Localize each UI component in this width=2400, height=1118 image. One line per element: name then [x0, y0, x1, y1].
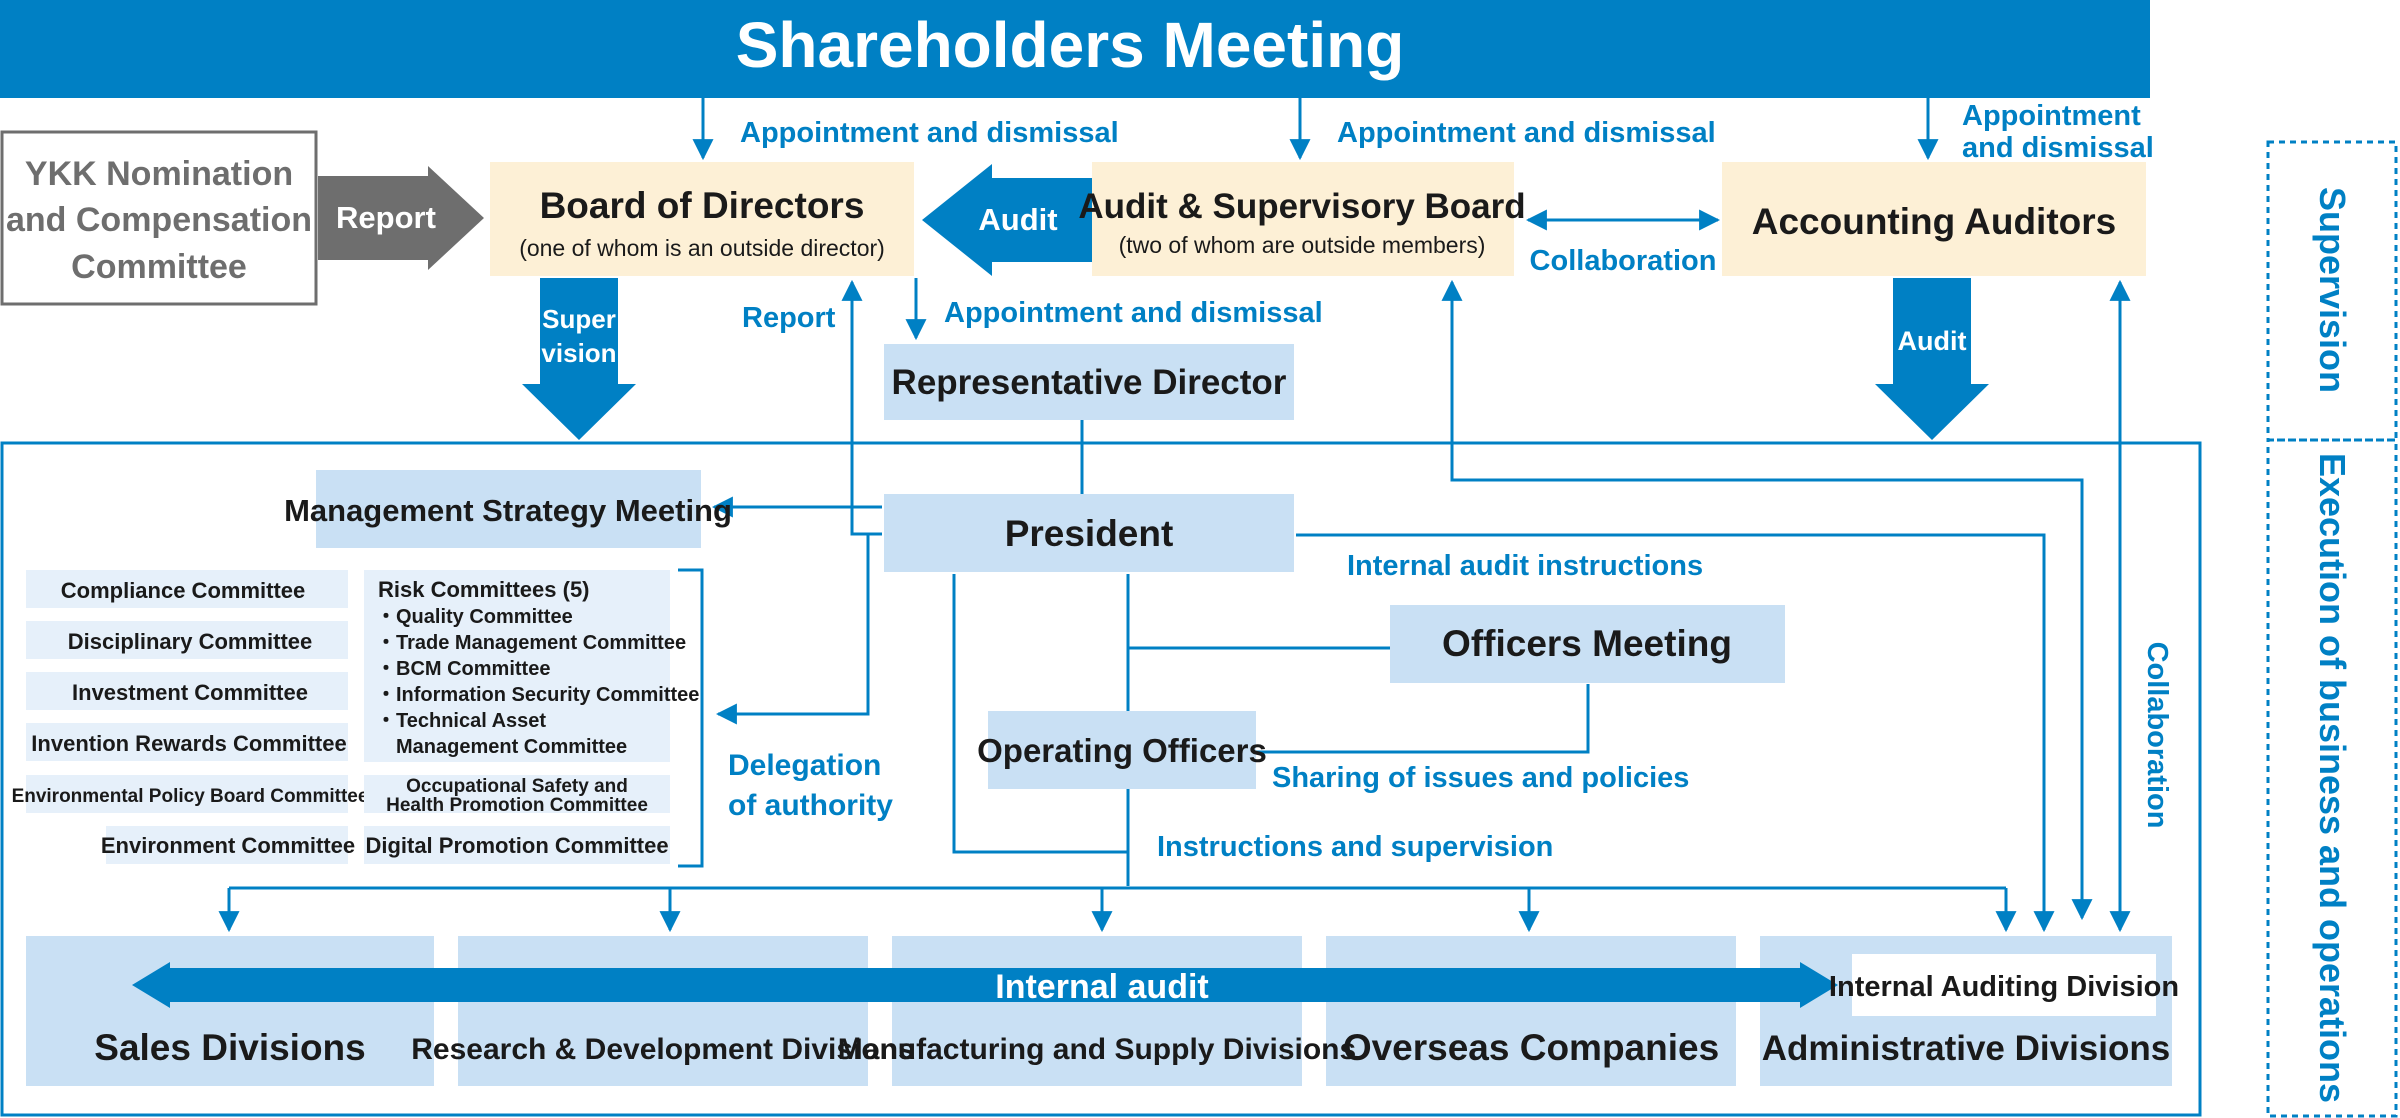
- board-of-directors-box: [490, 162, 914, 276]
- officers-meeting-box: [1390, 605, 1785, 683]
- side-panel-execution: [2266, 438, 2398, 1118]
- division-label-admin: Administrative Divisions: [1762, 1029, 2170, 1068]
- report-arrow-label: Report: [336, 200, 436, 235]
- internal-auditing-title: Internal Auditing Division: [1829, 971, 2179, 1003]
- president-title: President: [1005, 513, 1174, 554]
- committee-box-4: [26, 723, 348, 761]
- division-box-rnd: [458, 936, 868, 1086]
- report-line-president-board: [841, 279, 882, 536]
- operating-officers-box: [988, 711, 1256, 789]
- rep-director-title: Representative Director: [892, 363, 1287, 402]
- audit-board-title: Audit & Supervisory Board: [1078, 187, 1525, 226]
- committee-box-5: [26, 775, 348, 813]
- risk-item-5: ・Technical Asset: [376, 710, 546, 732]
- risk-committees-box: [364, 570, 670, 762]
- internal-audit-instructions-line: [1296, 533, 2055, 933]
- side-label-execution: Execution of business and operations: [2312, 453, 2353, 1103]
- execution-frame: [0, 441, 2202, 1117]
- accounting-audit-label: Audit: [1898, 326, 1967, 356]
- division-box-manufacturing: [892, 936, 1302, 1086]
- appointment-label-audit-board: Appointment and dismissal: [1337, 117, 1716, 149]
- delegation-label-1: Delegation: [728, 749, 881, 782]
- audit-supervisory-board-box: [1092, 162, 1514, 276]
- risk-committees-title: Risk Committees (5): [378, 577, 590, 602]
- committee-box-3: [26, 672, 348, 710]
- report-arrow: [318, 166, 484, 270]
- risk-item-1: ・Quality Committee: [376, 606, 573, 628]
- occupational-line-1: Occupational Safety and: [406, 776, 628, 797]
- instructions-label: Instructions and supervision: [1157, 831, 1553, 863]
- internal-audit-instructions-label: Internal audit instructions: [1347, 550, 1703, 582]
- audit-board-admin-link: [1441, 279, 2093, 921]
- risk-item-3: ・BCM Committee: [376, 658, 550, 680]
- digital-promotion-box: [364, 826, 670, 864]
- committee-label-6: Environment Committee: [101, 833, 355, 858]
- delegation-line: [715, 534, 870, 725]
- division-label-rnd: Research & Development Divisions: [411, 1033, 915, 1066]
- delegation-label-2: of authority: [728, 789, 893, 822]
- mgmt-meeting-title: Management Strategy Meeting: [284, 493, 732, 528]
- side-label-supervision: Supervision: [2312, 187, 2353, 393]
- internal-auditing-division-box: [1852, 954, 2156, 1016]
- internal-audit-arrow: [132, 962, 1838, 1008]
- committee-label-1: Compliance Committee: [61, 578, 306, 603]
- operating-officers-title: Operating Officers: [977, 732, 1267, 769]
- occupational-line-2: Health Promotion Committee: [386, 795, 648, 816]
- sharing-line: [1256, 684, 1590, 754]
- audit-arrow-label: Audit: [978, 202, 1057, 237]
- report-label: Report: [742, 302, 836, 334]
- risk-item-6: Management Committee: [396, 736, 627, 758]
- collaboration-label-vertical: Collaboration: [2141, 642, 2173, 829]
- nomination-committee-box: [0, 130, 318, 306]
- appointment-label-rep: Appointment and dismissal: [944, 297, 1323, 329]
- header-title: Shareholders Meeting: [736, 9, 1405, 81]
- division-box-sales: [26, 936, 434, 1086]
- committee-box-6: [106, 826, 348, 864]
- collaboration-label-top: Collaboration: [1530, 245, 1717, 277]
- header-bar: [0, 0, 2150, 98]
- nomination-line-3: Committee: [71, 248, 247, 286]
- division-box-overseas: [1326, 936, 1736, 1086]
- side-panel-supervision: [2266, 140, 2398, 442]
- committees-bracket: [678, 568, 704, 868]
- audit-arrow: [922, 164, 1092, 276]
- supervision-label-2: vision: [541, 338, 616, 368]
- accounting-title: Accounting Auditors: [1752, 201, 2117, 242]
- sharing-label: Sharing of issues and policies: [1272, 762, 1689, 794]
- committee-label-5: Environmental Policy Board Committee: [12, 786, 369, 807]
- division-label-manufacturing: Manufacturing and Supply Divisions: [838, 1033, 1356, 1066]
- risk-item-2: ・Trade Management Committee: [376, 632, 686, 654]
- appointment-label-accounting-1: Appointment: [1962, 100, 2141, 132]
- division-label-sales: Sales Divisions: [94, 1027, 365, 1068]
- internal-audit-label: Internal audit: [995, 968, 1208, 1006]
- representative-director-box: [884, 344, 1294, 420]
- audit-board-subtitle: (two of whom are outside members): [1119, 232, 1486, 258]
- accounting-audit-arrow: [1875, 278, 1989, 440]
- committee-label-4: Invention Rewards Committee: [31, 731, 346, 756]
- board-subtitle: (one of whom is an outside director): [519, 235, 885, 261]
- nomination-line-2: and Compensation: [6, 201, 312, 239]
- president-box: [884, 494, 1294, 572]
- accounting-auditors-box: [1722, 162, 2146, 276]
- committee-label-2: Disciplinary Committee: [68, 629, 313, 654]
- supervision-arrow: [522, 278, 636, 440]
- occupational-safety-box: [364, 775, 670, 813]
- appointment-label-board: Appointment and dismissal: [740, 117, 1119, 149]
- appointment-label-accounting-2: and dismissal: [1962, 132, 2154, 164]
- management-strategy-meeting-box: [316, 470, 701, 548]
- risk-item-4: ・Information Security Committee: [376, 684, 699, 706]
- supervision-label-1: Super: [542, 304, 616, 334]
- nomination-line-1: YKK Nomination: [25, 155, 293, 193]
- officers-meeting-title: Officers Meeting: [1442, 623, 1732, 664]
- digital-promotion-label: Digital Promotion Committee: [365, 833, 668, 858]
- committee-box-2: [26, 621, 348, 659]
- division-label-overseas: Overseas Companies: [1343, 1027, 1719, 1068]
- committee-box-1: [26, 570, 348, 608]
- board-title: Board of Directors: [540, 185, 865, 226]
- president-left-line: [952, 574, 1128, 854]
- committee-label-3: Investment Committee: [72, 680, 308, 705]
